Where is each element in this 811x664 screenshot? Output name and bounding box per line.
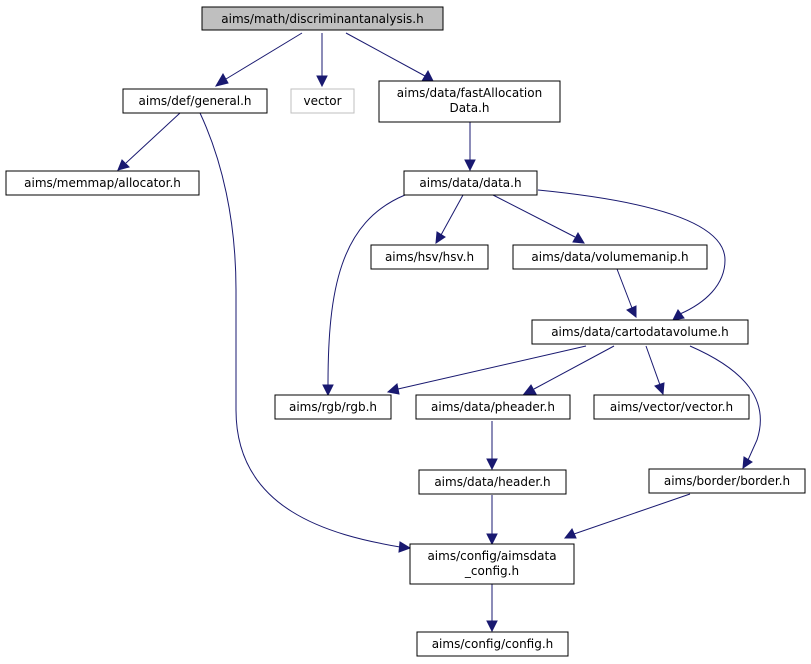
node-label-line-1: aims/config/aimsdata xyxy=(427,549,556,563)
node-label: aims/memmap/allocator.h xyxy=(24,176,181,190)
node-config-h[interactable]: aims/config/config.h xyxy=(416,631,569,657)
node-label: aims/data/pheader.h xyxy=(431,400,555,414)
node-label: aims/math/discriminantanalysis.h xyxy=(221,12,423,26)
edge-cartodatavolume-to-vectorh xyxy=(645,345,665,396)
edge-fastalloc-to-data xyxy=(464,122,476,172)
edge-cartodatavolume-to-pheader xyxy=(522,345,615,395)
edge-data-to-volumemanip xyxy=(492,194,585,244)
node-aimsdata-config-h[interactable]: aims/config/aimsdata _config.h xyxy=(409,543,575,585)
node-discriminantanalysis-h[interactable]: aims/math/discriminantanalysis.h xyxy=(201,6,444,31)
node-label: aims/data/cartodatavolume.h xyxy=(551,325,729,339)
edge-pheader-to-header xyxy=(486,421,498,471)
node-volumemanip-h[interactable]: aims/data/volumemanip.h xyxy=(512,244,708,270)
edge-aimsdata-to-config xyxy=(486,584,498,633)
node-label: aims/border/border.h xyxy=(664,474,790,488)
edge-border-to-aimsdata xyxy=(563,493,691,539)
edge-cartodatavolume-to-rgb xyxy=(386,345,587,395)
edge-root-to-vector xyxy=(316,33,328,88)
node-label: aims/rgb/rgb.h xyxy=(289,400,377,414)
edge-general-to-aimsdata xyxy=(199,112,412,553)
node-border-h[interactable]: aims/border/border.h xyxy=(648,468,806,494)
node-fastallocationdata-h[interactable]: aims/data/fastAllocation Data.h xyxy=(378,80,561,123)
edge-header-to-aimsdata xyxy=(486,495,498,546)
edge-root-to-general xyxy=(214,32,303,87)
edge-root-to-fastalloc xyxy=(345,32,434,82)
node-cartodatavolume-h[interactable]: aims/data/cartodatavolume.h xyxy=(531,319,749,345)
node-label-line-1: aims/data/fastAllocation xyxy=(397,86,542,100)
edge-cartodatavolume-to-border xyxy=(689,345,761,469)
node-label: vector xyxy=(303,94,341,108)
edge-data-to-hsv xyxy=(435,194,464,244)
node-label: aims/data/header.h xyxy=(434,475,550,489)
node-label: aims/hsv/hsv.h xyxy=(385,250,474,264)
node-hsv-h[interactable]: aims/hsv/hsv.h xyxy=(370,244,489,270)
node-vector-h[interactable]: aims/vector/vector.h xyxy=(593,394,750,420)
node-vector[interactable]: vector xyxy=(290,88,355,114)
edge-data-to-rgb xyxy=(322,194,406,397)
node-label: aims/config/config.h xyxy=(432,637,554,651)
node-data-h[interactable]: aims/data/data.h xyxy=(403,170,538,196)
node-allocator-h[interactable]: aims/memmap/allocator.h xyxy=(5,170,200,196)
node-label: aims/data/volumemanip.h xyxy=(531,250,688,264)
node-header-h[interactable]: aims/data/header.h xyxy=(418,469,567,495)
node-label: aims/data/data.h xyxy=(419,176,521,190)
node-label: aims/vector/vector.h xyxy=(610,400,733,414)
edge-general-to-allocator xyxy=(117,112,181,171)
node-label: aims/def/general.h xyxy=(139,94,252,108)
edge-volumemanip-to-cartodatavolume xyxy=(616,268,637,319)
node-general-h[interactable]: aims/def/general.h xyxy=(122,88,268,114)
node-pheader-h[interactable]: aims/data/pheader.h xyxy=(415,394,571,420)
node-rgb-h[interactable]: aims/rgb/rgb.h xyxy=(274,394,392,420)
edge-data-to-cartodatavolume xyxy=(537,189,726,321)
node-label-line-2: _config.h xyxy=(464,564,519,578)
node-label-line-2: Data.h xyxy=(449,101,489,115)
